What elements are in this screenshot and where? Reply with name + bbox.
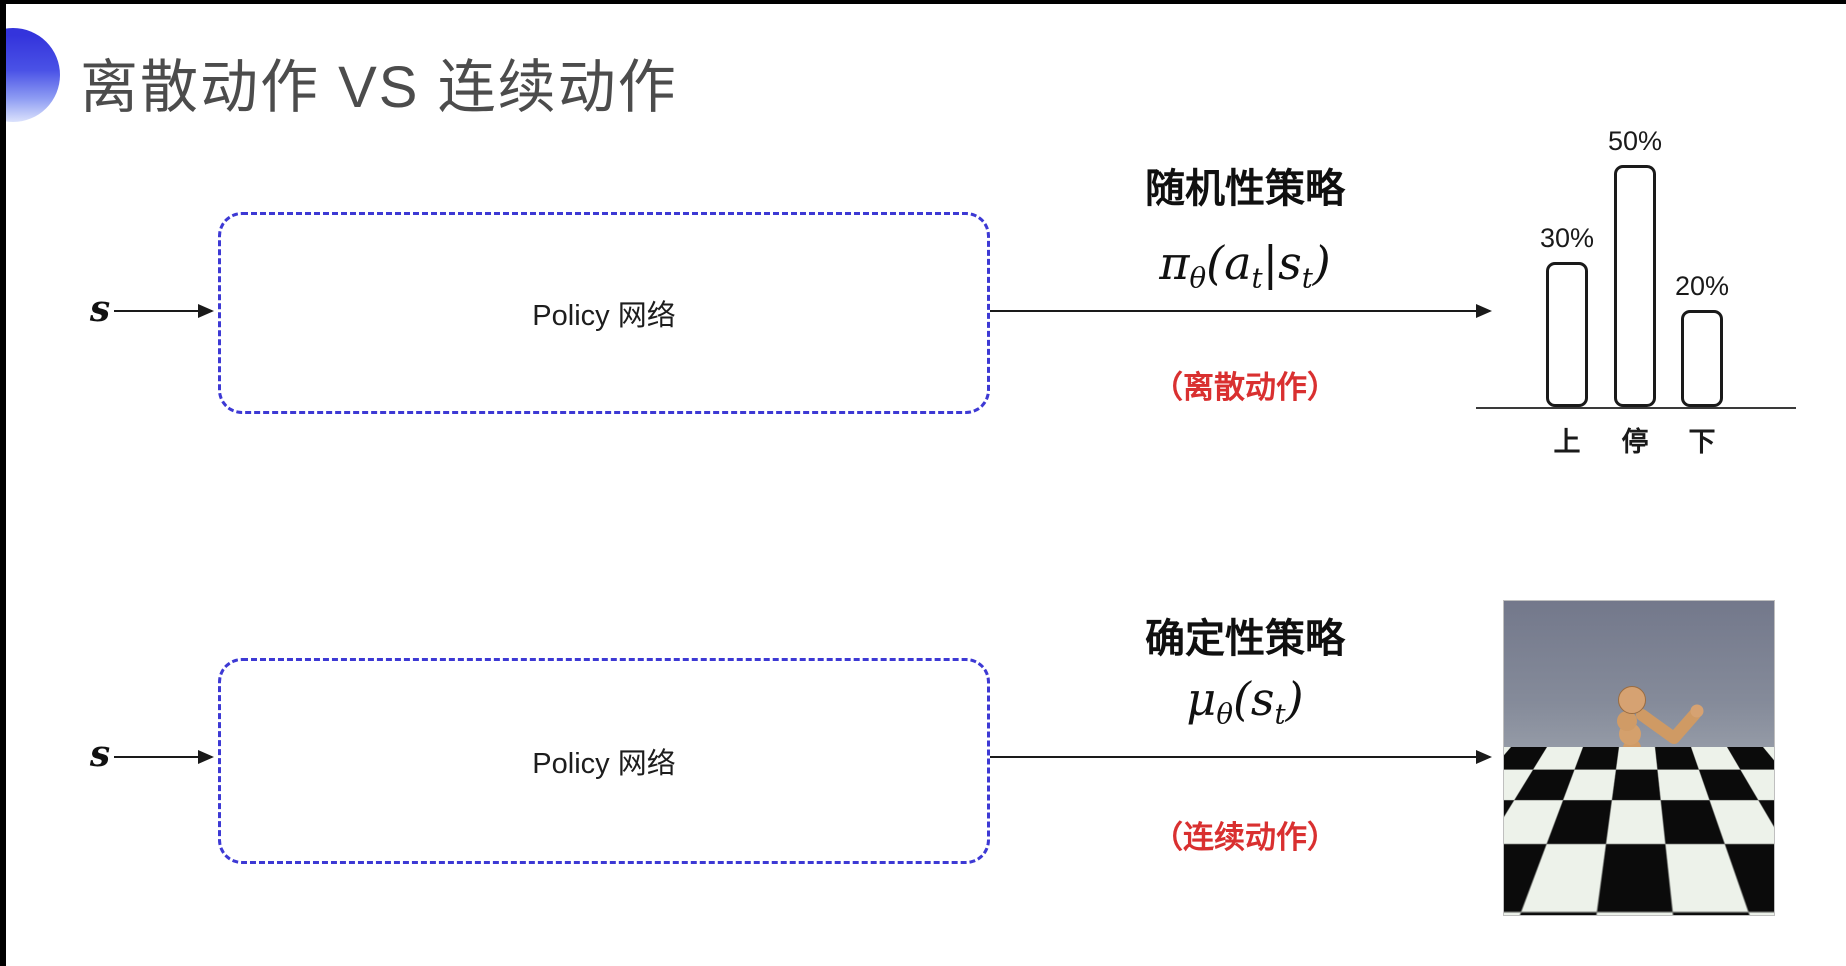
bar-stop-rect	[1614, 165, 1656, 407]
continuous-action-note: （连续动作）	[1152, 820, 1338, 855]
input-arrow	[114, 310, 212, 312]
input-arrow	[114, 756, 212, 758]
bar-stop-value: 50%	[1607, 126, 1663, 156]
chart-baseline	[1476, 407, 1796, 409]
page-title: 离散动作 VS 连续动作	[80, 55, 678, 120]
category-label-stop: 停	[1621, 427, 1649, 457]
discrete-action-note: （离散动作）	[1152, 370, 1338, 405]
bar-stop: 50%	[1608, 126, 1662, 407]
output-arrow	[990, 756, 1490, 758]
state-input-label: s	[89, 288, 111, 330]
action-symbol: a	[1224, 236, 1252, 290]
state-symbol: s	[1250, 672, 1275, 726]
stochastic-policy-title: 随机性策略	[1145, 167, 1345, 211]
state-symbol: s	[1278, 236, 1302, 290]
close-paren: )	[1285, 672, 1304, 726]
simulation-sky	[1504, 601, 1774, 747]
state-time-subscript: t	[1274, 697, 1286, 731]
bar-down-value: 20%	[1674, 271, 1730, 301]
top-black-edge	[0, 0, 1846, 4]
bar-up-rect	[1546, 262, 1588, 407]
state-input-label: s	[89, 733, 111, 775]
action-probability-chart: 30% 50% 20%	[1476, 115, 1796, 409]
policy-network-box: Policy 网络	[218, 212, 990, 414]
close-paren: )	[1312, 236, 1331, 290]
open-paren: (	[1206, 236, 1225, 290]
accent-sphere-icon	[0, 28, 60, 122]
deterministic-policy-formula: μθ(st)	[1065, 672, 1425, 730]
policy-network-box: Policy 网络	[218, 658, 990, 864]
bar-up-value: 30%	[1539, 223, 1595, 253]
policy-network-label: Policy 网络	[532, 748, 676, 780]
stochastic-policy-formula: πθ(at|st)	[1065, 236, 1425, 294]
left-black-edge	[0, 0, 6, 966]
output-arrow	[990, 310, 1490, 312]
category-label-down: 下	[1688, 427, 1716, 457]
pi-symbol: π	[1159, 236, 1190, 290]
theta-subscript: θ	[1216, 697, 1233, 731]
bar-up: 30%	[1540, 223, 1594, 407]
mu-symbol: μ	[1186, 672, 1217, 726]
open-paren: (	[1232, 672, 1251, 726]
bar-down: 20%	[1675, 271, 1729, 407]
deterministic-policy-title: 确定性策略	[1145, 617, 1345, 661]
conditional-bar: |	[1262, 236, 1279, 290]
policy-network-label: Policy 网络	[532, 300, 676, 332]
humanoid-figure	[1588, 686, 1704, 913]
humanoid-simulation-image	[1503, 600, 1775, 916]
action-time-subscript: t	[1251, 261, 1263, 295]
state-time-subscript: t	[1301, 261, 1313, 295]
theta-subscript: θ	[1189, 261, 1207, 295]
bar-down-rect	[1681, 310, 1723, 407]
category-label-up: 上	[1553, 427, 1581, 457]
